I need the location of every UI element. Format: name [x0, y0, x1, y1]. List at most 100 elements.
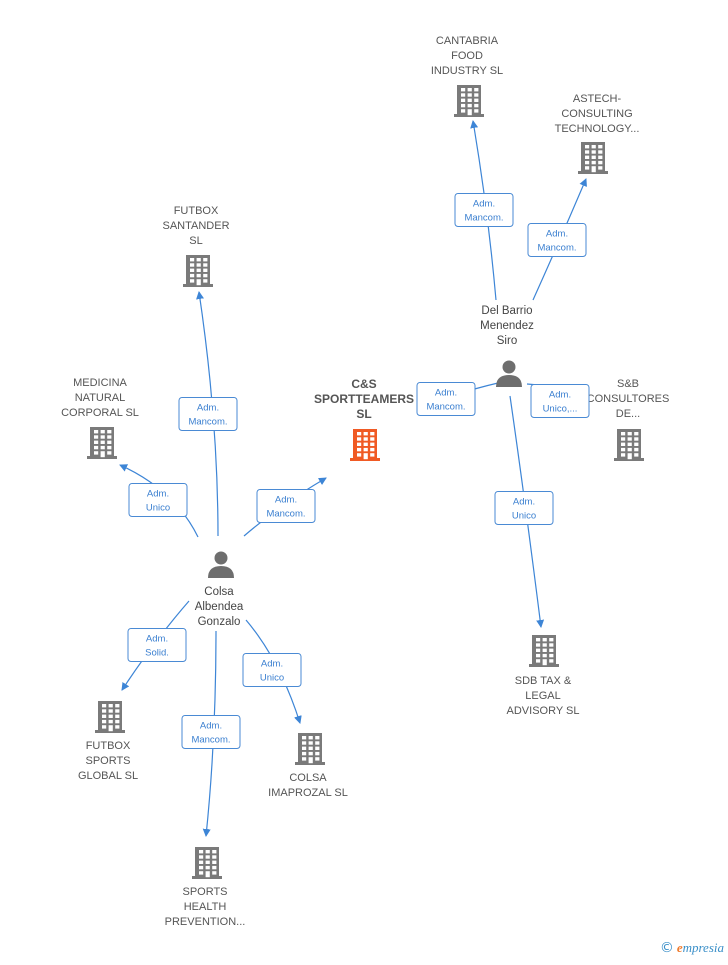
- edge-label-line: Adm.: [275, 495, 297, 506]
- edge-label-box[interactable]: [128, 483, 188, 517]
- node-label-line: CONSULTORES: [587, 393, 670, 405]
- edge-label-e6[interactable]: Adm. Mancom.: [178, 397, 238, 431]
- node-futbox-sports[interactable]: FUTBOX SPORTS GLOBAL SL: [78, 701, 138, 782]
- edge-label-line: Mancom.: [426, 402, 465, 413]
- edge-label-e1[interactable]: Adm.Mancom.: [454, 193, 514, 227]
- node-label-line: SDB TAX &: [515, 675, 572, 687]
- edge-label-e7[interactable]: Adm.Unico: [128, 483, 188, 517]
- node-label-line: GLOBAL SL: [78, 770, 138, 782]
- edge-label-text: Adm. Mancom.: [266, 495, 305, 520]
- edge-label-text: Adm. Unico: [260, 659, 284, 684]
- edge-label-e11[interactable]: Adm. Unico: [242, 653, 302, 687]
- node-label-line: SL: [356, 407, 371, 421]
- node-label-line: COLSA: [289, 772, 327, 784]
- node-label-line: Del Barrio: [481, 305, 532, 317]
- building-icon[interactable]: [295, 733, 325, 765]
- edge-label-e2[interactable]: Adm.Mancom.: [527, 223, 587, 257]
- node-label-line: Albendea: [195, 601, 244, 613]
- edge-label-box[interactable]: [127, 628, 187, 662]
- edge-label-box[interactable]: [530, 384, 590, 418]
- brand-initial: e: [676, 940, 683, 955]
- node-label-line: TECHNOLOGY...: [555, 123, 640, 135]
- edge-label-box[interactable]: [416, 382, 476, 416]
- edge-label-text: Adm.Mancom.: [191, 721, 230, 746]
- node-label-line: SL: [189, 235, 202, 247]
- edge-label-text: Adm.Mancom.: [426, 388, 465, 413]
- building-icon[interactable]: [183, 255, 213, 287]
- edge-label-box[interactable]: [178, 397, 238, 431]
- edge-label-box[interactable]: [181, 715, 241, 749]
- building-icon[interactable]: [87, 427, 117, 459]
- node-label-line: ADVISORY SL: [507, 705, 580, 717]
- person-icon[interactable]: [208, 551, 234, 579]
- edge-label-e9[interactable]: Adm. Solid.: [127, 628, 187, 662]
- edge-label-line: Unico: [512, 511, 536, 522]
- building-icon[interactable]: [192, 847, 222, 879]
- edge-label-e3[interactable]: Adm.Mancom.: [416, 382, 476, 416]
- node-label-line: Gonzalo: [198, 616, 241, 628]
- building-icon[interactable]: [95, 701, 125, 733]
- edge-label-line: Adm.: [261, 659, 283, 670]
- node-label-line: HEALTH: [184, 901, 227, 913]
- edge-label-line: Solid.: [145, 648, 169, 659]
- building-icon[interactable]: [350, 429, 380, 461]
- edge-label-e10[interactable]: Adm.Mancom.: [181, 715, 241, 749]
- edge-label-text: Adm.Mancom.: [464, 199, 503, 224]
- edge-label-text: Adm. Mancom.: [188, 403, 227, 428]
- edge-label-line: Mancom.: [188, 417, 227, 428]
- edge-label-line: Adm.: [197, 403, 219, 414]
- node-label-line: NATURAL: [75, 392, 126, 404]
- building-icon[interactable]: [529, 635, 559, 667]
- edge-label-e5[interactable]: Adm.Unico: [494, 491, 554, 525]
- node-label-line: Colsa: [204, 586, 234, 598]
- edge-label-text: Adm.Unico: [512, 497, 536, 522]
- node-label-line: SANTANDER: [162, 220, 229, 232]
- edge-label-line: Adm.: [147, 489, 169, 500]
- edge-label-e8[interactable]: Adm. Mancom.: [256, 489, 316, 523]
- edge-label-line: Mancom.: [266, 509, 305, 520]
- edge-label-line: Adm.: [146, 634, 168, 645]
- building-icon[interactable]: [578, 142, 608, 174]
- node-label-line: SPORTS: [85, 755, 130, 767]
- building-icon[interactable]: [614, 429, 644, 461]
- edge-label-box[interactable]: [494, 491, 554, 525]
- edge-label-e4[interactable]: Adm.Unico,...: [530, 384, 590, 418]
- building-icon[interactable]: [454, 85, 484, 117]
- edge-label-box[interactable]: [527, 223, 587, 257]
- node-label[interactable]: FUTBOX SPORTS GLOBAL SL: [78, 740, 138, 782]
- node-label-line: ASTECH-: [573, 93, 622, 105]
- node-label-line: MEDICINA: [73, 377, 127, 389]
- edge-label-line: Unico: [260, 673, 284, 684]
- edge-label-box[interactable]: [242, 653, 302, 687]
- brand-name: mpresia: [682, 940, 724, 955]
- edge-label-box[interactable]: [454, 193, 514, 227]
- edge-label-box[interactable]: [256, 489, 316, 523]
- node-label-line: INDUSTRY SL: [431, 65, 503, 77]
- person-icon[interactable]: [496, 360, 522, 388]
- node-label-line: FUTBOX: [86, 740, 131, 752]
